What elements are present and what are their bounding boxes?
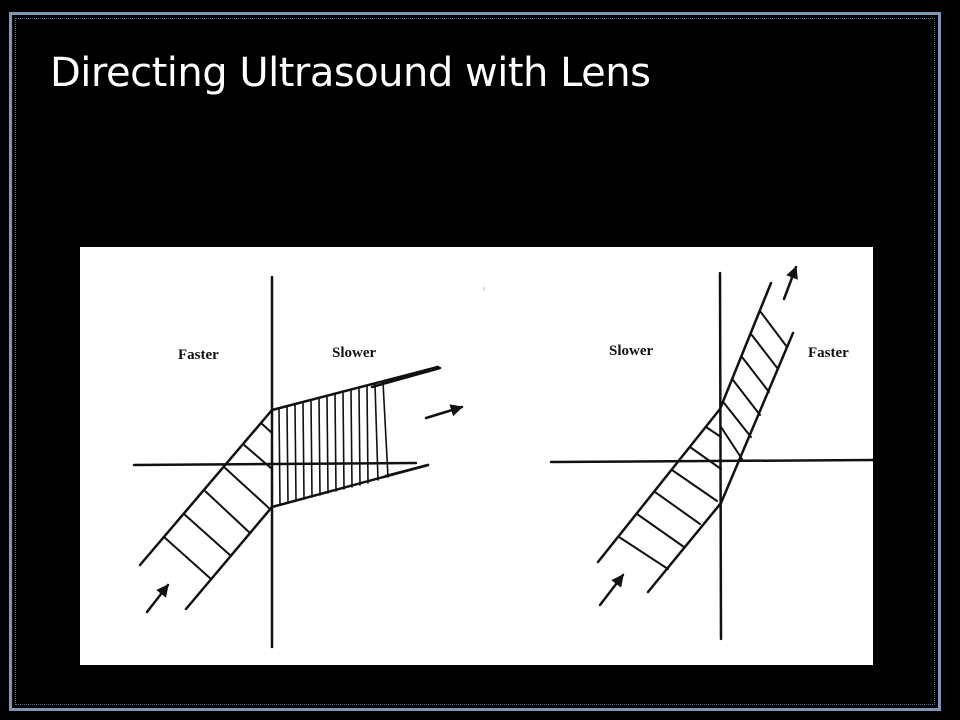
right-panel-left-label: Slower: [609, 343, 654, 359]
right-panel-right-label: Faster: [808, 345, 849, 361]
right-panel: [549, 265, 873, 641]
right-incident-wavefronts: [618, 426, 722, 570]
right-normal-line: [549, 458, 873, 464]
refraction-diagram: Faster Slower: [132, 265, 873, 649]
right-interface-line: [718, 271, 723, 641]
left-refracted-arrow: [424, 404, 464, 420]
refraction-figure: Faster Slower: [80, 247, 873, 665]
slide-title: Directing Ultrasound with Lens: [50, 50, 651, 96]
right-refracted-edge-upper: [718, 281, 773, 411]
left-refracted-wavefronts: [278, 381, 389, 506]
left-panel: [132, 275, 464, 649]
left-refracted-upper-extension: [370, 366, 442, 389]
left-incident-wavefronts: [163, 422, 273, 580]
right-incident-arrow: [598, 573, 625, 607]
right-refracted-arrow: [782, 265, 798, 301]
left-normal-line: [132, 461, 418, 467]
left-incident-arrow: [145, 583, 170, 614]
left-incident-edge-upper: [138, 408, 274, 567]
right-refracted-edge-lower: [719, 331, 795, 505]
left-incident-edge-lower: [184, 505, 274, 611]
slide-frame-inner: [15, 18, 935, 705]
slide-frame-outer: [9, 12, 941, 711]
right-incident-edge-upper: [596, 407, 722, 564]
left-panel-right-label: Slower: [332, 345, 377, 361]
right-refracted-wavefronts: [720, 310, 788, 460]
left-panel-left-label: Faster: [178, 347, 219, 363]
